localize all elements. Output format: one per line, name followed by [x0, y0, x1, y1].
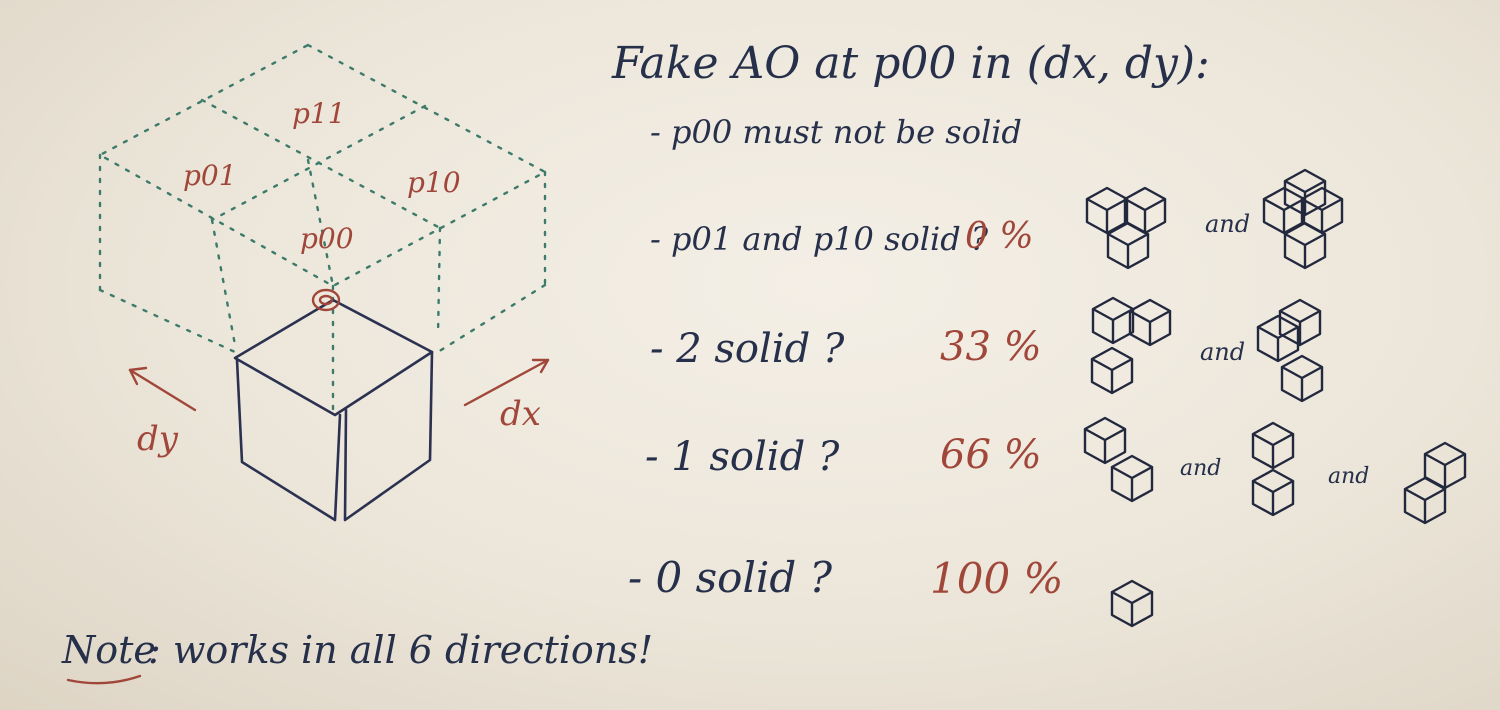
rule-1-joiner: and — [1205, 210, 1250, 238]
rule-2-value: 33 % — [940, 324, 1042, 370]
label-p10: p10 — [407, 166, 461, 199]
label-p11: p11 — [292, 97, 346, 130]
label-p00: p00 — [300, 222, 354, 255]
cube-cluster-icon — [1090, 296, 1172, 395]
rule-0-text: - p00 must not be solid — [650, 113, 1022, 151]
note-underline — [66, 674, 142, 685]
rule-4-text: - 0 solid ? — [628, 553, 833, 602]
rule-3-text: - 1 solid ? — [645, 434, 840, 480]
rule-3-value: 66 % — [940, 432, 1042, 478]
page-title: Fake AO at p00 in (dx, dy): — [611, 38, 1210, 89]
label-p01: p01 — [183, 159, 237, 192]
solid-cube — [233, 298, 434, 522]
cube-cluster-icon — [1251, 421, 1295, 517]
rule-3-joiner-1: and — [1180, 456, 1221, 481]
note-label: Note — [61, 628, 156, 672]
cube-cluster-icon — [1403, 441, 1467, 525]
cube-cluster-icon — [1256, 298, 1324, 403]
p00-circle — [311, 288, 341, 312]
rule-2-joiner: and — [1200, 338, 1245, 366]
cube-cluster-icon — [1262, 168, 1344, 270]
rule-4-value: 100 % — [930, 554, 1063, 603]
rule-1-value: 0 % — [965, 216, 1034, 257]
cube-cluster-icon — [1085, 186, 1167, 270]
rule-2-text: - 2 solid ? — [650, 326, 845, 372]
dy-arrow-icon — [128, 366, 197, 412]
note-text: : works in all 6 directions! — [148, 628, 653, 672]
axis-dx: dx — [500, 394, 541, 434]
rule-1-text: - p01 and p10 solid ? — [650, 220, 989, 258]
rule-3-joiner-2: and — [1328, 464, 1369, 489]
cube-cluster-icon — [1083, 416, 1154, 503]
cube-single-icon — [1110, 579, 1154, 628]
axis-dy: dy — [137, 419, 179, 459]
dx-arrow-icon — [463, 358, 550, 407]
dashed-grid — [97, 43, 548, 412]
